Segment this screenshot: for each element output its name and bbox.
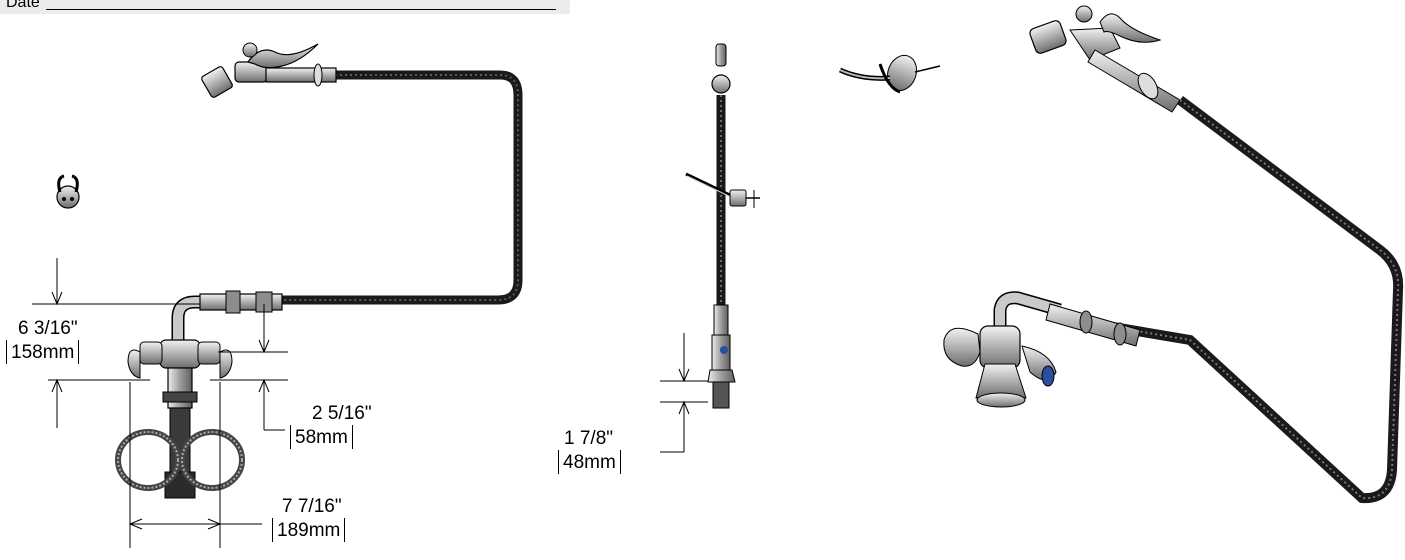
dimension-height-metric: 158mm — [6, 340, 80, 364]
front-dimension-lines — [32, 258, 288, 548]
dimension-spread: 7 7/16" 189mm — [272, 496, 346, 542]
dimension-side-base-height: 1 7/8" 48mm — [558, 428, 621, 474]
date-write-line — [46, 9, 556, 10]
dimension-handle-height-metric: 58mm — [290, 425, 353, 449]
front-view — [32, 42, 523, 548]
front-hose — [280, 70, 523, 305]
front-spray-valve — [201, 42, 337, 98]
date-label: Date — [6, 0, 40, 11]
front-faucet-body — [127, 290, 283, 499]
front-wall-hook — [56, 174, 80, 209]
dimension-spread-imperial: 7 7/16" — [282, 496, 342, 517]
side-dimension-lines — [660, 333, 708, 453]
dimension-height: 6 3/16" 158mm — [6, 318, 80, 364]
iso-hose — [1059, 96, 1404, 504]
dimension-side-base-height-metric: 48mm — [558, 450, 621, 474]
front-supply-hoses — [115, 429, 245, 491]
dimension-side-base-height-imperial: 1 7/8" — [564, 428, 614, 449]
iso-spray-valve — [1029, 5, 1181, 113]
dimension-handle-height-imperial: 2 5/16" — [312, 403, 372, 424]
side-view — [660, 43, 760, 453]
iso-wall-hook — [838, 54, 941, 94]
dimension-handle-height: 2 5/16" 58mm — [290, 403, 372, 449]
dimension-spread-metric: 189mm — [272, 518, 346, 542]
dimension-height-imperial: 6 3/16" — [18, 318, 78, 339]
iso-faucet-body — [943, 291, 1141, 408]
date-header: Date — [0, 0, 570, 14]
isometric-view — [838, 5, 1404, 504]
